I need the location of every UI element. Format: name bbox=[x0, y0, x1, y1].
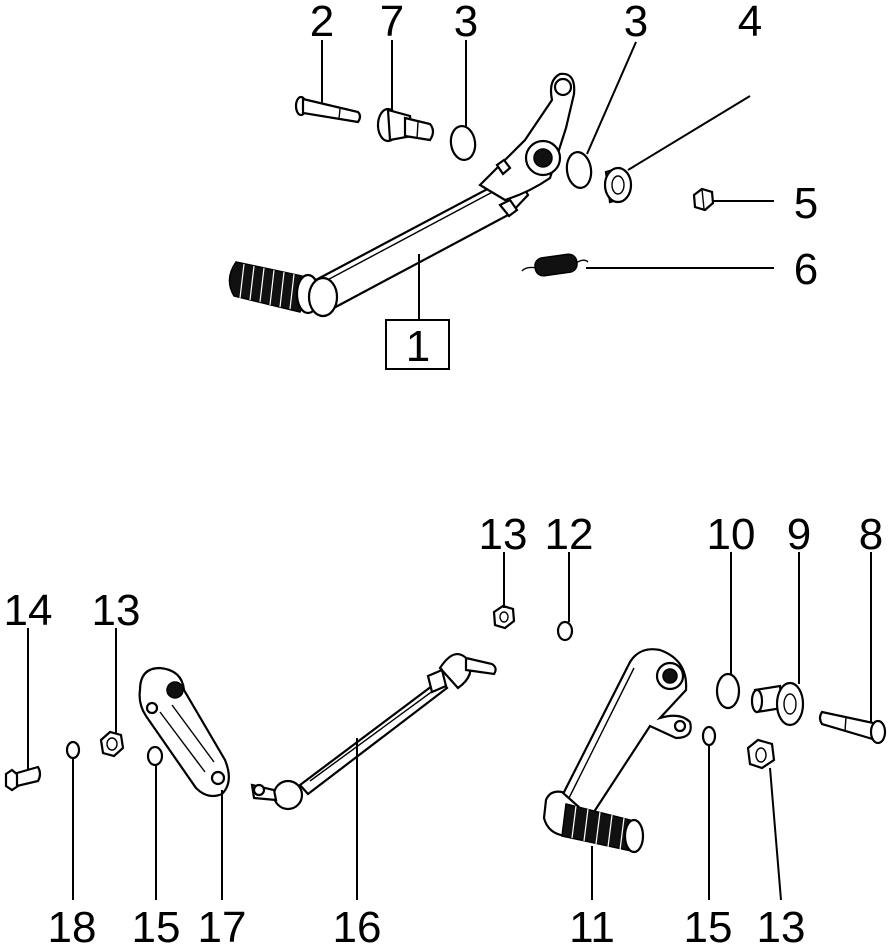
part-11-rear-arm bbox=[542, 648, 692, 854]
part-16-shift-rod bbox=[250, 653, 497, 811]
rear-linkage-assembly: 14 13 13 12 10 9 8 18 15 17 16 11 15 13 bbox=[4, 510, 887, 948]
part-12-washer bbox=[556, 620, 574, 642]
part-3-washer-b bbox=[565, 150, 593, 190]
callout-9: 9 bbox=[787, 510, 811, 559]
callout-17: 17 bbox=[198, 903, 247, 948]
part-1-shift-lever bbox=[228, 72, 576, 318]
part-15-washer-left bbox=[146, 745, 164, 767]
callout-16: 16 bbox=[333, 903, 382, 948]
leader-3b bbox=[586, 41, 637, 155]
callout-5: 5 bbox=[794, 179, 818, 228]
part-13-nut-left bbox=[99, 730, 125, 758]
callout-8: 8 bbox=[859, 510, 883, 559]
callout-10: 10 bbox=[707, 510, 756, 559]
leader-4 bbox=[627, 95, 751, 171]
part-17-link-arm bbox=[138, 666, 230, 798]
gear-shift-lever-assembly: 2 7 3 3 4 5 6 1 bbox=[228, 0, 818, 371]
part-4-bushing bbox=[603, 166, 633, 204]
part-14-bolt bbox=[4, 765, 42, 792]
callout-6: 6 bbox=[794, 245, 818, 294]
part-2-bolt bbox=[294, 95, 362, 124]
leader-13-right bbox=[769, 767, 782, 901]
part-13-nut-right bbox=[746, 738, 776, 770]
callout-12: 12 bbox=[545, 510, 594, 559]
callout-13-right: 13 bbox=[757, 903, 806, 948]
part-13-nut-upper bbox=[492, 604, 516, 630]
part-8-bolt bbox=[818, 710, 887, 745]
callout-3a: 3 bbox=[454, 0, 478, 46]
callout-1-box bbox=[385, 319, 450, 370]
callout-13-left: 13 bbox=[92, 586, 141, 635]
part-5-nut bbox=[692, 187, 715, 212]
callout-15-right: 15 bbox=[684, 903, 733, 948]
part-15-washer-right bbox=[701, 725, 717, 747]
callout-18: 18 bbox=[48, 903, 97, 948]
callout-3b: 3 bbox=[624, 0, 648, 46]
callout-11: 11 bbox=[569, 903, 615, 948]
callout-14: 14 bbox=[4, 586, 53, 635]
callout-4: 4 bbox=[738, 0, 762, 46]
callout-15-left: 15 bbox=[132, 903, 181, 948]
callout-7: 7 bbox=[380, 0, 404, 46]
part-6-spring bbox=[521, 253, 589, 277]
part-7-pivot-bolt bbox=[376, 107, 435, 143]
callout-13-upper: 13 bbox=[479, 510, 528, 559]
part-3-washer-a bbox=[449, 124, 477, 162]
callout-2: 2 bbox=[310, 0, 334, 46]
part-18-washer bbox=[65, 740, 81, 760]
callout-1: 1 bbox=[406, 322, 430, 371]
part-9-pivot bbox=[750, 681, 805, 727]
part-10-washer bbox=[715, 672, 741, 710]
